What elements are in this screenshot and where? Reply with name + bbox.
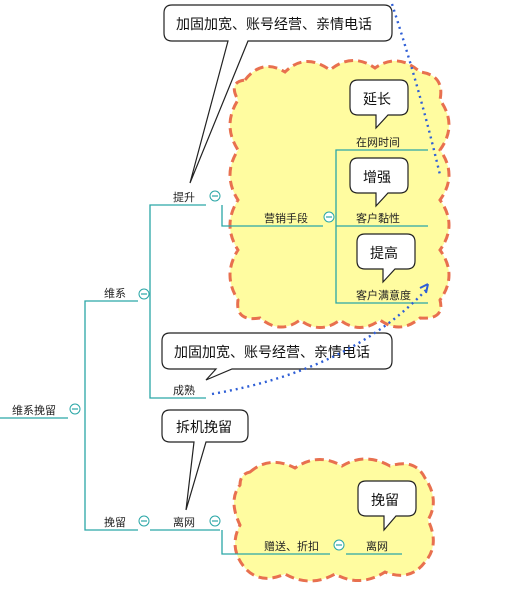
collapse-toggle-gift-discount[interactable]	[333, 539, 345, 551]
cloud-boundary-leave	[232, 457, 435, 583]
svg-text:加固加宽、账号经营、亲情电话: 加固加宽、账号经营、亲情电话	[176, 16, 372, 33]
callout-raise[interactable]: 提高	[356, 233, 416, 284]
collapse-toggle-upgrade[interactable]	[209, 190, 221, 202]
svg-text:拆机挽留: 拆机挽留	[176, 420, 232, 436]
node-marketing[interactable]: 营销手段	[264, 211, 308, 225]
svg-text:加固加宽、账号经营、亲情电话: 加固加宽、账号经营、亲情电话	[174, 344, 370, 361]
collapse-toggle-marketing[interactable]	[323, 211, 335, 223]
branch-lines	[0, 149, 428, 555]
svg-text:挽留: 挽留	[371, 493, 399, 509]
cloud-boundary-upgrade	[228, 59, 451, 329]
svg-text:提高: 提高	[370, 245, 398, 262]
svg-text:增强: 增强	[363, 170, 391, 186]
node-mature[interactable]: 成熟	[173, 383, 195, 397]
callout-upgrade-note[interactable]: 加固加宽、账号经营、亲情电话	[163, 4, 393, 184]
arrowhead-icon	[419, 283, 429, 294]
callout-enhance[interactable]: 增强	[349, 157, 409, 208]
node-upgrade[interactable]: 提升	[173, 191, 195, 204]
callout-dismantle-note[interactable]: 拆机挽留	[161, 409, 249, 511]
collapse-toggle-leave[interactable]	[209, 515, 221, 527]
node-satisfaction[interactable]: 客户满意度	[356, 288, 411, 302]
collapse-toggle-retain[interactable]	[138, 515, 150, 527]
callout-mature-note[interactable]: 加固加宽、账号经营、亲情电话	[161, 332, 393, 381]
node-gift-discount[interactable]: 赠送、折扣	[264, 539, 319, 553]
node-online-time[interactable]: 在网时间	[356, 136, 400, 149]
collapse-toggle-maintain[interactable]	[138, 288, 150, 300]
node-leave-sub[interactable]: 离网	[366, 539, 388, 553]
collapse-toggle-root[interactable]	[69, 403, 81, 415]
relation-arrows	[211, 3, 442, 396]
node-maintain[interactable]: 维系	[104, 287, 126, 300]
node-leave[interactable]: 离网	[173, 515, 195, 529]
relation-line-top	[390, 3, 442, 176]
callout-retain-note[interactable]: 挽留	[357, 480, 417, 532]
node-stickiness[interactable]: 客户黏性	[356, 211, 400, 225]
node-root[interactable]: 维系挽留	[12, 403, 56, 417]
node-retain[interactable]: 挽留	[104, 515, 126, 529]
svg-text:延长: 延长	[363, 92, 391, 108]
callout-extend[interactable]: 延长	[349, 79, 409, 130]
